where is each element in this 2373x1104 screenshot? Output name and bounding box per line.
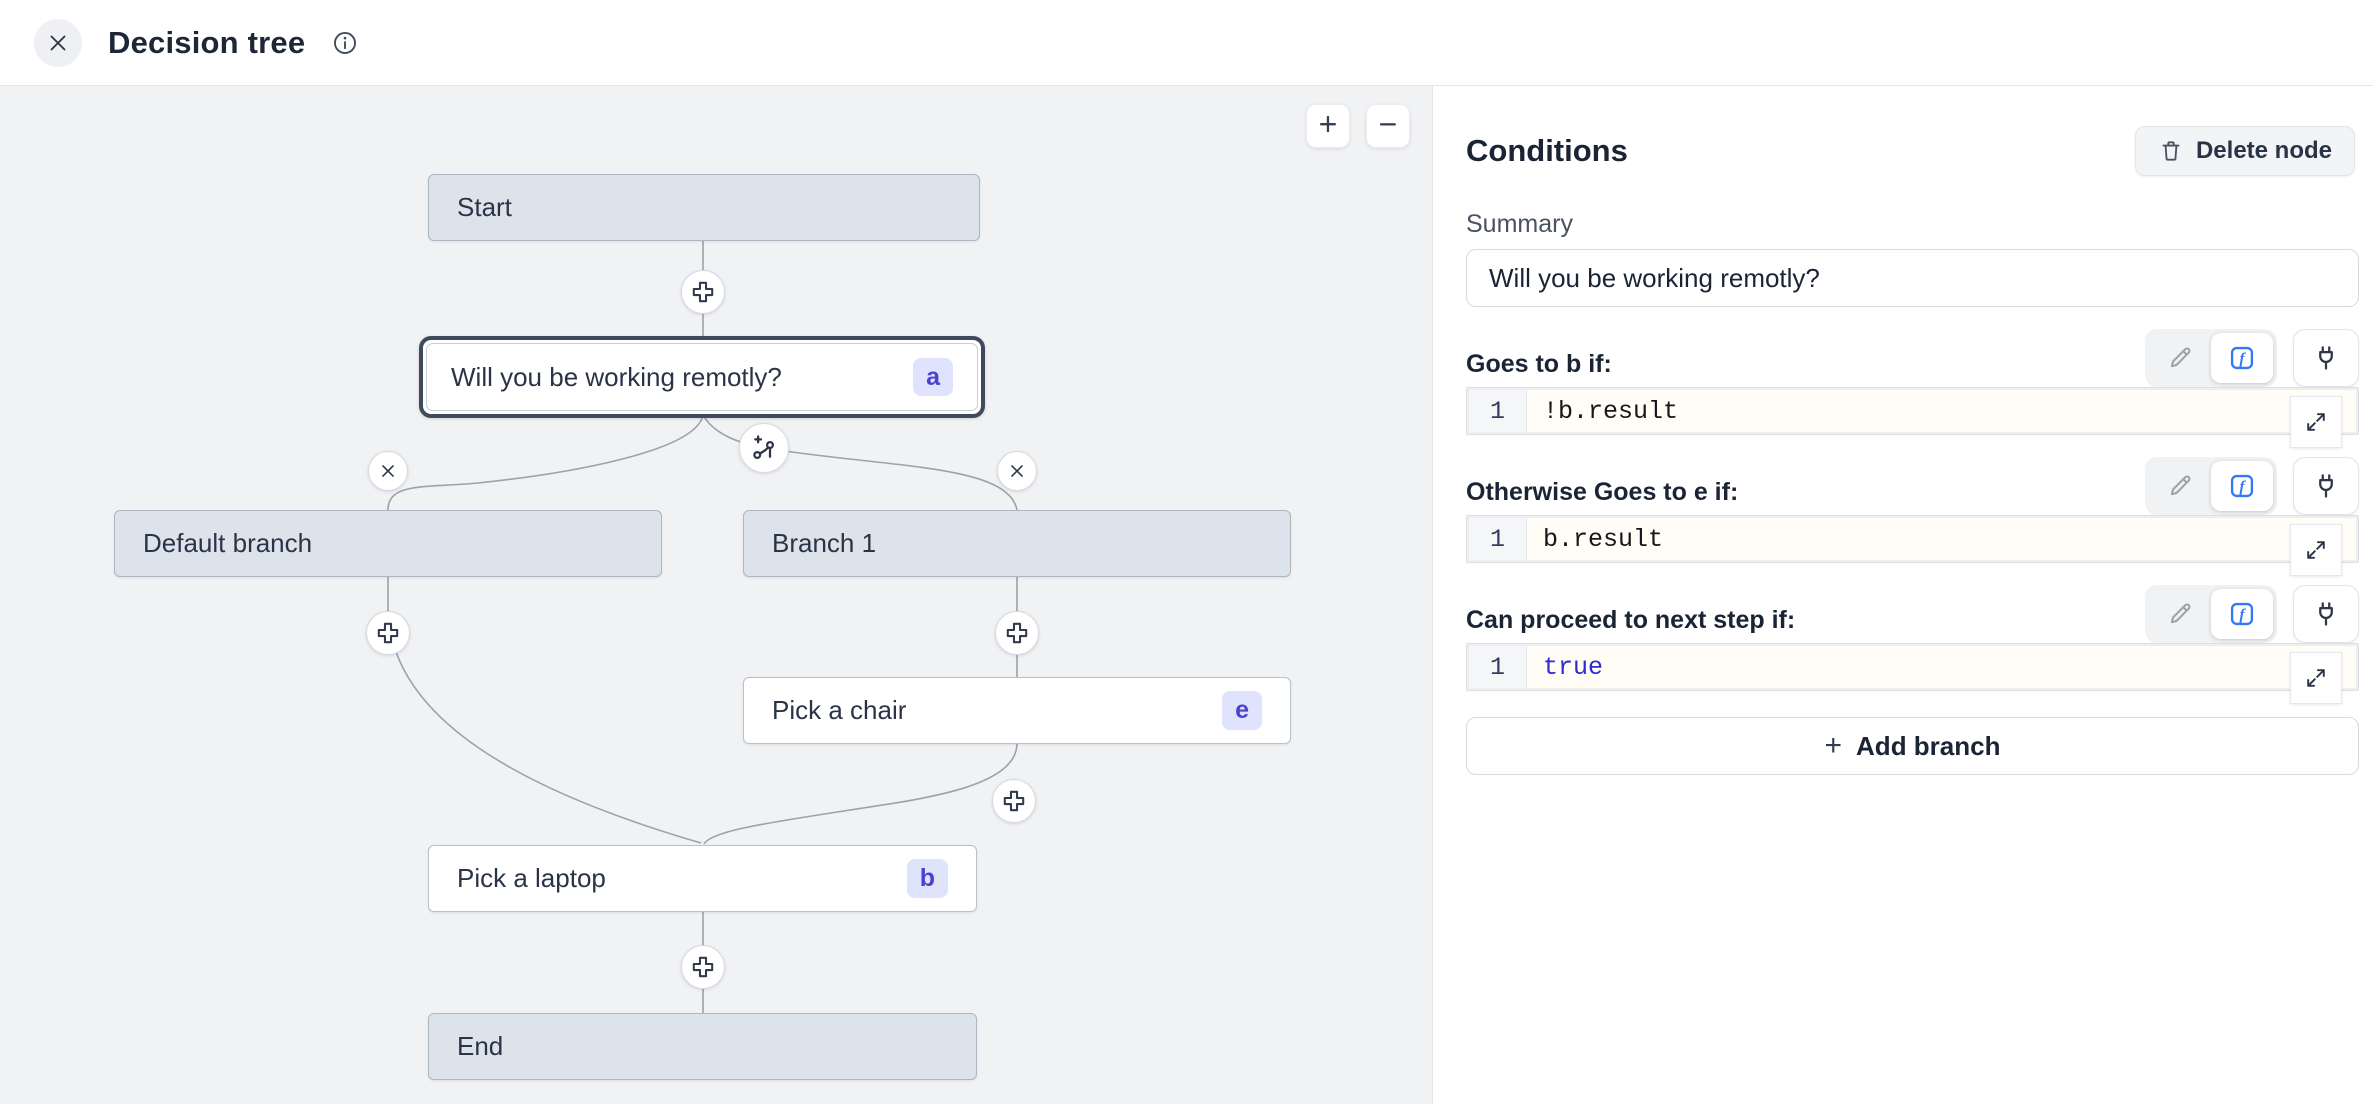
delete-node-button[interactable]: Delete node xyxy=(2135,126,2355,176)
connect-source-button[interactable] xyxy=(2293,329,2359,387)
node-label: End xyxy=(457,1031,503,1062)
plus-icon: + xyxy=(1825,729,1843,763)
text-mode-button[interactable] xyxy=(2149,589,2211,639)
pencil-icon xyxy=(2166,472,2194,500)
x-icon xyxy=(377,460,399,482)
node-label: Pick a chair xyxy=(772,695,906,726)
pencil-icon xyxy=(2166,600,2194,628)
add-node-button[interactable] xyxy=(366,611,410,655)
expand-editor-button[interactable] xyxy=(2290,396,2342,448)
text-mode-button[interactable] xyxy=(2149,333,2211,383)
text-mode-button[interactable] xyxy=(2149,461,2211,511)
expand-icon xyxy=(2303,665,2329,691)
condition-row: Goes to b if: f 1 !b.result xyxy=(1466,329,2359,435)
node-question-selected[interactable]: Will you be working remotly? a xyxy=(419,336,985,418)
condition-label: Otherwise Goes to e if: xyxy=(1466,478,1738,515)
expand-editor-button[interactable] xyxy=(2290,524,2342,576)
add-node-button[interactable] xyxy=(681,270,725,314)
zoom-out-button[interactable]: − xyxy=(1366,104,1410,148)
plus-icon xyxy=(375,620,401,646)
remove-branch-button[interactable] xyxy=(368,451,408,491)
add-node-button[interactable] xyxy=(992,779,1036,823)
code-editor[interactable]: 1 true xyxy=(1466,643,2359,691)
svg-text:f: f xyxy=(2239,607,2246,624)
node-branch-1[interactable]: Branch 1 xyxy=(743,510,1291,577)
code-input[interactable]: !b.result xyxy=(1527,390,2356,432)
add-branch-label: Add branch xyxy=(1856,731,2000,762)
line-number: 1 xyxy=(1469,518,1527,560)
expression-mode-button[interactable]: f xyxy=(2211,461,2273,511)
zoom-in-icon: + xyxy=(1319,108,1338,140)
add-node-button[interactable] xyxy=(681,945,725,989)
node-pick-a-laptop[interactable]: Pick a laptop b xyxy=(428,845,977,912)
summary-input[interactable] xyxy=(1466,249,2359,307)
condition-row: Otherwise Goes to e if: f 1 b.result xyxy=(1466,457,2359,563)
node-label: Pick a laptop xyxy=(457,863,606,894)
fx-icon: f xyxy=(2228,472,2256,500)
line-number: 1 xyxy=(1469,390,1527,432)
panel-title: Conditions xyxy=(1466,133,1628,169)
condition-row: Can proceed to next step if: f 1 true xyxy=(1466,585,2359,691)
close-icon xyxy=(45,30,71,56)
zoom-out-icon: − xyxy=(1379,108,1398,140)
plug-icon xyxy=(2311,343,2341,373)
expand-editor-button[interactable] xyxy=(2290,652,2342,704)
x-icon xyxy=(1006,460,1028,482)
remove-branch-button[interactable] xyxy=(997,451,1037,491)
code-input[interactable]: true xyxy=(1527,646,2356,688)
node-label: Will you be working remotly? xyxy=(451,362,782,393)
delete-node-label: Delete node xyxy=(2196,137,2332,165)
decision-tree-canvas[interactable]: Start Will you be working remotly? a Def… xyxy=(0,86,1433,1104)
node-default-branch[interactable]: Default branch xyxy=(114,510,662,577)
node-label: Start xyxy=(457,192,512,223)
expand-icon xyxy=(2303,409,2329,435)
plus-icon xyxy=(690,279,716,305)
expression-mode-button[interactable]: f xyxy=(2211,589,2273,639)
editor-mode-toggle: f xyxy=(2145,457,2277,515)
expand-icon xyxy=(2303,537,2329,563)
plus-icon xyxy=(690,954,716,980)
condition-label: Goes to b if: xyxy=(1466,350,1612,387)
editor-mode-toggle: f xyxy=(2145,585,2277,643)
add-branch-edge-button[interactable] xyxy=(739,423,789,473)
top-header: Decision tree xyxy=(0,0,2373,86)
svg-text:f: f xyxy=(2239,479,2246,496)
trash-icon xyxy=(2158,138,2184,164)
conditions-panel: Conditions Delete node Summary Goes to b… xyxy=(1434,86,2373,1104)
fx-icon: f xyxy=(2228,600,2256,628)
node-badge: e xyxy=(1222,691,1262,730)
connect-source-button[interactable] xyxy=(2293,585,2359,643)
editor-mode-toggle: f xyxy=(2145,329,2277,387)
expression-mode-button[interactable]: f xyxy=(2211,333,2273,383)
code-editor[interactable]: 1 b.result xyxy=(1466,515,2359,563)
zoom-controls: + − xyxy=(1306,104,1410,148)
plus-icon xyxy=(1001,788,1027,814)
add-node-button[interactable] xyxy=(995,611,1039,655)
plug-icon xyxy=(2311,599,2341,629)
summary-label: Summary xyxy=(1466,210,2355,239)
plus-icon xyxy=(1004,620,1030,646)
node-start[interactable]: Start xyxy=(428,174,980,241)
add-branch-button[interactable]: + Add branch xyxy=(1466,717,2359,775)
condition-label: Can proceed to next step if: xyxy=(1466,606,1795,643)
code-input[interactable]: b.result xyxy=(1527,518,2356,560)
plug-icon xyxy=(2311,471,2341,501)
node-end[interactable]: End xyxy=(428,1013,977,1080)
node-label: Branch 1 xyxy=(772,528,876,559)
connect-source-button[interactable] xyxy=(2293,457,2359,515)
node-badge: b xyxy=(907,859,948,898)
node-label: Default branch xyxy=(143,528,312,559)
close-button[interactable] xyxy=(34,19,82,67)
code-editor[interactable]: 1 !b.result xyxy=(1466,387,2359,435)
info-icon[interactable] xyxy=(331,29,359,57)
svg-text:f: f xyxy=(2239,351,2246,368)
zoom-in-button[interactable]: + xyxy=(1306,104,1350,148)
node-badge: a xyxy=(913,358,953,397)
node-pick-a-chair[interactable]: Pick a chair e xyxy=(743,677,1291,744)
pencil-icon xyxy=(2166,344,2194,372)
fx-icon: f xyxy=(2228,344,2256,372)
fork-icon xyxy=(749,433,779,463)
page-title: Decision tree xyxy=(108,25,305,61)
line-number: 1 xyxy=(1469,646,1527,688)
